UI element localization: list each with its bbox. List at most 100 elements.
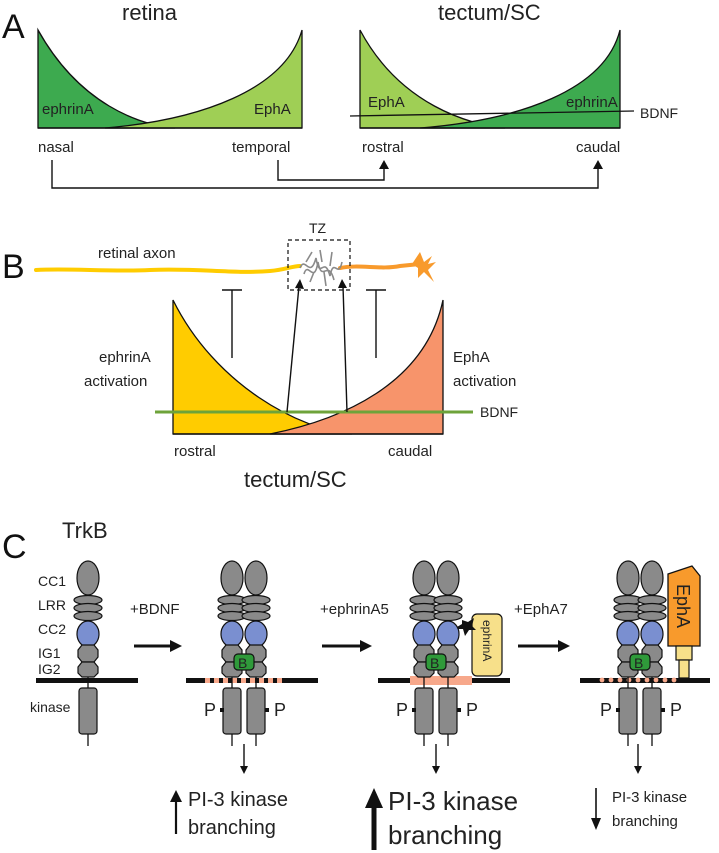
receptor-dimer-2-right-kinase <box>438 687 458 735</box>
receptor-dimer-1-right-cc2 <box>244 620 268 648</box>
receptor-dimer-3-right-lrr-3 <box>637 610 667 622</box>
bdnf-promotion-left <box>286 285 300 413</box>
growth-cone <box>412 252 436 282</box>
receptor-dimer-3-right-cc1 <box>640 560 664 596</box>
receptor-dimer-1-right-phospho-mark <box>265 708 269 712</box>
downstream-arrowhead-3 <box>634 766 642 774</box>
retina-EphA-gradient <box>104 29 303 129</box>
plus-EphA7-label: +EphA7 <box>514 601 568 618</box>
EphA-activation-gradient <box>269 299 444 435</box>
plus-bdnf-label: +BDNF <box>130 601 180 618</box>
dimer-3-bdnf-ligand <box>629 653 651 671</box>
receptor-dimer-1-right-cc1 <box>244 560 268 596</box>
retina-ephrinA-label: ephrinA <box>42 101 94 118</box>
receptor-dimer-2-left-cc1 <box>412 560 436 596</box>
panel-a-bdnf-label: BDNF <box>640 105 678 121</box>
receptor-dimer-3-left-cc2 <box>616 620 640 648</box>
receptor-dimer-1-left-cc1 <box>220 560 244 596</box>
axon-distal-segment <box>338 262 422 270</box>
nasal-label: nasal <box>38 139 74 156</box>
ephrinA-activation-label-1: ephrinA <box>99 349 151 366</box>
retina-gradients <box>37 27 303 129</box>
panel-b-letter: B <box>2 248 25 286</box>
membrane-1 <box>36 678 138 683</box>
receptor-dimer-3-right-phospho-mark <box>661 708 665 712</box>
receptor-dimer-1-left-phospho-mark <box>220 708 224 712</box>
receptor-dimer-1-right-phospho-label: P <box>274 700 286 720</box>
receptor-dimer-1-left-phospho-label: P <box>204 700 216 720</box>
promotion-arrowhead-right <box>338 279 347 288</box>
receptor-dimer-2-right-phospho-mark <box>457 708 461 712</box>
domain-ig1-label: IG1 <box>38 645 61 661</box>
receptor-dimer-3-left-phospho-mark <box>616 708 620 712</box>
nasal-to-caudal-connector <box>51 160 599 189</box>
outcome-1-line-1: PI-3 kinase <box>188 789 288 811</box>
bdnf-arrowhead <box>170 640 182 652</box>
rostral-label-a: rostral <box>362 139 404 156</box>
up-arrowhead-1 <box>170 790 182 802</box>
tz-box <box>287 239 351 291</box>
receptor-dimer-3-left-phospho-label: P <box>600 700 612 720</box>
receptor-dimer-2-left-phospho-mark <box>412 708 416 712</box>
rostral-arrowhead <box>379 160 389 169</box>
retinal-axon <box>34 264 302 274</box>
receptor-dimer-3-right-phospho-label: P <box>670 700 682 720</box>
dimer-2-bdnf-ligand <box>425 653 447 671</box>
promotion-arrowhead-left <box>295 279 304 289</box>
bdnf-promotion-right <box>342 285 348 413</box>
receptor-dimer-2-right-lrr-3 <box>433 610 463 622</box>
membrane-2-dots <box>205 678 282 683</box>
receptor-dimer-2-left-cc2 <box>412 620 436 648</box>
ephrinA5-arrowhead <box>360 640 372 652</box>
outcome-1-line-2: branching <box>188 817 276 839</box>
tectum-ephrinA-gradient <box>419 29 621 129</box>
downstream-arrowhead-1 <box>240 766 248 774</box>
domain-lrr-label: LRR <box>38 597 66 613</box>
outcome-2-line-2: branching <box>388 820 502 850</box>
outcome-2-line-1: PI-3 kinase <box>388 786 518 816</box>
tz-arbor <box>299 249 343 287</box>
receptor-dimer-1-left-cc2 <box>220 620 244 648</box>
domain-cc1-label: CC1 <box>38 573 66 589</box>
receptor-dimer-3-right-kinase <box>642 687 662 735</box>
receptor-dimer-2-right-phospho-label: P <box>466 700 478 720</box>
membrane-3-raft <box>410 676 472 685</box>
caudal-label-b: caudal <box>388 443 432 460</box>
panel-b-bdnf-label: BDNF <box>480 404 518 420</box>
tectum-b-title: tectum/SC <box>244 467 347 492</box>
membrane-4-dots <box>599 677 677 683</box>
EphA-transmembrane <box>678 659 690 679</box>
tectum-EphA-label: EphA <box>368 94 405 111</box>
retina-title: retina <box>122 0 178 25</box>
dimer-1-bdnf-ligand <box>233 653 255 671</box>
EphA-stalk <box>675 645 693 661</box>
receptor-single-cc1 <box>76 560 100 596</box>
ephrinA-tag <box>471 613 503 677</box>
dimer-1-bdnf-label: B <box>238 655 247 671</box>
panel-b-arrows <box>222 285 386 413</box>
up-arrowhead-2 <box>365 788 383 808</box>
ephrinA-tag-label: ephrinA <box>480 620 494 661</box>
receptor-dimer-1-right-lrr-3 <box>241 610 271 622</box>
EphA7-arrowhead <box>558 640 570 652</box>
receptor-dimer-3-left-cc1 <box>616 560 640 596</box>
outcome-3-line-2: branching <box>612 813 678 830</box>
trkb-label: TrkB <box>62 518 108 543</box>
outcome-3-line-1: PI-3 kinase <box>612 789 687 806</box>
rostral-label-b: rostral <box>174 443 216 460</box>
tectum-title: tectum/SC <box>438 0 541 25</box>
dimer-3-bdnf-label: B <box>634 655 643 671</box>
tectum-a-bdnf-line <box>349 110 635 117</box>
EphA-activation-label-1: EphA <box>453 349 490 366</box>
receptor-dimer-1-right-kinase <box>246 687 266 735</box>
receptor-dimer-2-left-phospho-label: P <box>396 700 408 720</box>
tectum-ephrinA-label: ephrinA <box>566 94 618 111</box>
EphA-tag-label: EphA <box>673 584 693 628</box>
panel-c-letter: C <box>2 528 27 566</box>
caudal-label-a: caudal <box>576 139 620 156</box>
receptor-single-kinase <box>78 687 98 735</box>
receptor-dimer-2-right-cc2 <box>436 620 460 648</box>
receptor-single-ig1 <box>77 644 99 663</box>
temporal-to-rostral-connector <box>277 160 385 181</box>
mapping-connectors <box>51 160 599 189</box>
